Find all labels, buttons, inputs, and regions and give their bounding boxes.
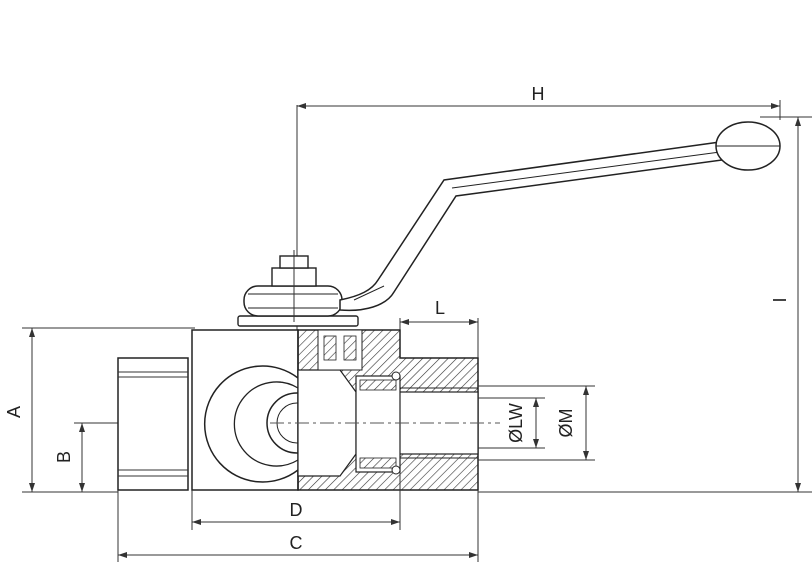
- dimension-m: ØM: [478, 385, 595, 461]
- dimension-c: C: [117, 490, 479, 562]
- dimension-l: L: [399, 298, 479, 358]
- dimension-h-label: H: [532, 84, 545, 104]
- dimension-c-label: C: [290, 533, 303, 553]
- dimension-i-label: I: [770, 297, 790, 302]
- dimension-a: A: [4, 327, 195, 493]
- dimension-a-label: A: [4, 406, 24, 418]
- dimension-lw: ØLW: [478, 397, 545, 449]
- dimension-i: I: [478, 116, 812, 493]
- dimension-lw-label: ØLW: [506, 403, 526, 443]
- valve-section: [270, 329, 500, 491]
- dimension-b: B: [54, 422, 118, 492]
- handle-base: [237, 250, 359, 327]
- lever-handle: [339, 121, 781, 312]
- dimension-l-label: L: [435, 298, 445, 318]
- dimension-d: D: [191, 472, 401, 530]
- dimension-m-label: ØM: [556, 409, 576, 438]
- dimension-b-label: B: [54, 451, 74, 463]
- valve-body: [117, 329, 328, 491]
- dimension-d-label: D: [290, 500, 303, 520]
